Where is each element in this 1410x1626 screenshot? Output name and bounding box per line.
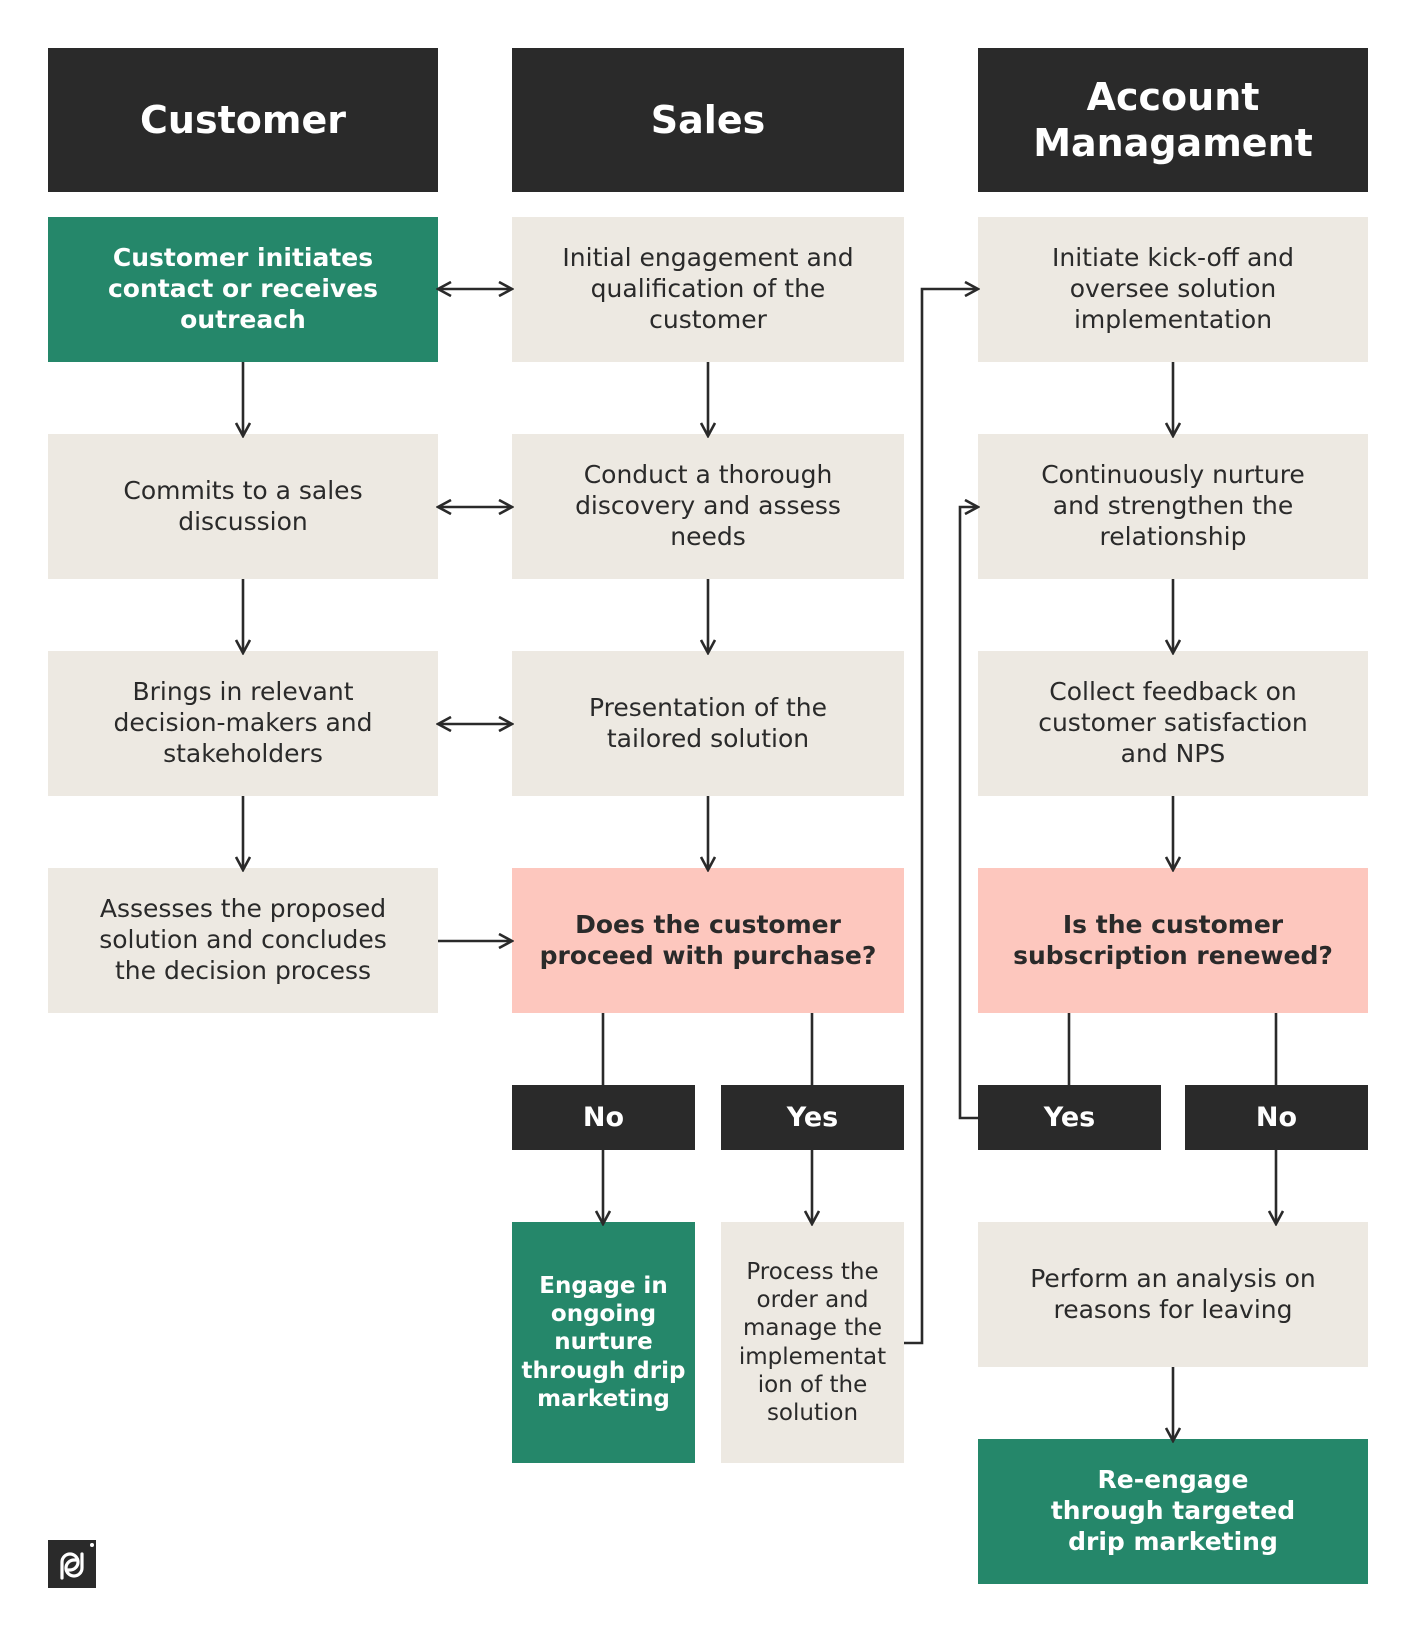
- sales-purchase-decision: Does the customer proceed with purchase?: [512, 868, 904, 1013]
- arrow-yes-to-strengthen: [958, 507, 978, 1120]
- sales-discovery-node: Conduct a thorough discovery and assess …: [512, 434, 904, 579]
- header-customer: Customer: [48, 48, 438, 192]
- sales-engagement-node: Initial engagement and qualification of …: [512, 217, 904, 362]
- account-analysis-node: Perform an analysis on reasons for leavi…: [978, 1222, 1368, 1367]
- account-yes-label: Yes: [978, 1085, 1161, 1150]
- sales-no-label: No: [512, 1085, 695, 1150]
- header-account-management: Account Managament: [978, 48, 1368, 192]
- header-sales: Sales: [512, 48, 904, 192]
- account-strengthen-node: Continuously nurture and strengthen the …: [978, 434, 1368, 579]
- account-no-label: No: [1185, 1085, 1368, 1150]
- pd-logo-icon: [48, 1540, 96, 1588]
- sales-yes-label: Yes: [721, 1085, 904, 1150]
- account-kickoff-node: Initiate kick-off and oversee solution i…: [978, 217, 1368, 362]
- account-reengage-node: Re-engage through targeted drip marketin…: [978, 1439, 1368, 1584]
- sales-presentation-node: Presentation of the tailored solution: [512, 651, 904, 796]
- account-renewal-decision: Is the customer subscription renewed?: [978, 868, 1368, 1013]
- sales-nurture-node: Engage in ongoing nurture through drip m…: [512, 1222, 695, 1463]
- account-feedback-node: Collect feedback on customer satisfactio…: [978, 651, 1368, 796]
- customer-stakeholders-node: Brings in relevant decision-makers and s…: [48, 651, 438, 796]
- customer-initiates-node: Customer initiates contact or receives o…: [48, 217, 438, 362]
- customer-commits-node: Commits to a sales discussion: [48, 434, 438, 579]
- arrow-process-to-kickoff: [904, 289, 978, 1345]
- sales-process-order-node: Process the order and manage the impleme…: [721, 1222, 904, 1463]
- customer-assesses-node: Assesses the proposed solution and concl…: [48, 868, 438, 1013]
